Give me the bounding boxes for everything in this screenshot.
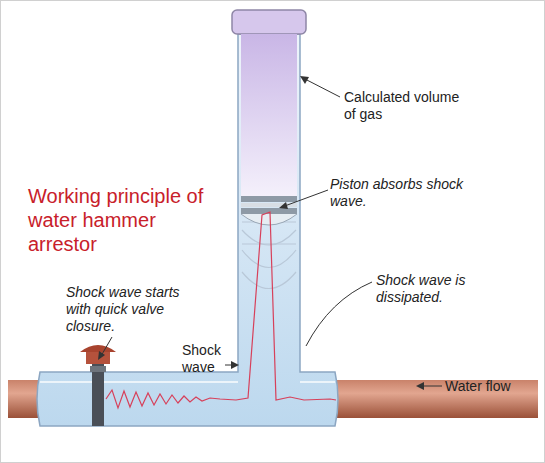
valve bbox=[80, 345, 116, 426]
dissipation-label: Shock wave is dissipated. bbox=[376, 272, 486, 306]
valve-label: Shock wave starts with quick valve closu… bbox=[66, 284, 206, 335]
arrowheads bbox=[98, 76, 424, 390]
gas-label: Calculated volume of gas bbox=[344, 89, 464, 123]
flow-label: Water flow bbox=[445, 378, 540, 395]
gas-chamber bbox=[241, 34, 297, 196]
piston-label: Piston absorbs shock wave. bbox=[330, 176, 470, 210]
piston bbox=[241, 196, 297, 225]
leader-lines bbox=[101, 78, 442, 386]
pipe-highlight bbox=[40, 381, 335, 383]
piston-travel bbox=[242, 222, 296, 289]
diagram-title: Working principle of water hammer arrest… bbox=[28, 184, 224, 256]
end-cap bbox=[232, 10, 306, 34]
wave-label: Shock wave bbox=[182, 342, 232, 376]
